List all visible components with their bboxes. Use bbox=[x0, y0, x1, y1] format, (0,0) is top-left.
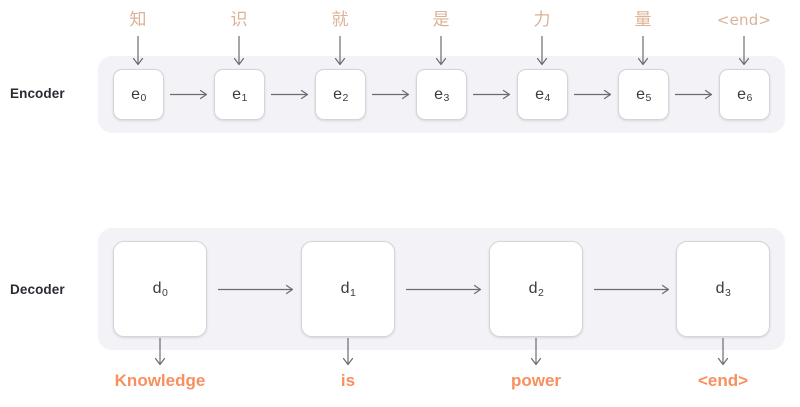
decoder-cell-d0: d0 bbox=[113, 241, 207, 337]
encoder-cell-e4: e4 bbox=[517, 69, 568, 120]
encoder-input-token-0: 知 bbox=[93, 9, 183, 31]
decoder-cell-d1: d1 bbox=[301, 241, 395, 337]
decoder-output-token-1: is bbox=[258, 370, 438, 392]
encoder-input-token-6: <end> bbox=[699, 9, 789, 31]
encoder-cell-e2: e2 bbox=[315, 69, 366, 120]
encoder-cell-e6-label: e6 bbox=[737, 85, 753, 104]
encoder-input-token-5: 量 bbox=[598, 9, 688, 31]
decoder-output-token-1-text: is bbox=[340, 371, 356, 390]
encoder-cell-e1-label: e1 bbox=[232, 85, 248, 104]
encoder-cell-e3: e3 bbox=[416, 69, 467, 120]
decoder-output-token-2: power bbox=[446, 370, 626, 392]
encoder-cell-e2-label: e2 bbox=[333, 85, 349, 104]
decoder-cell-d3: d3 bbox=[676, 241, 770, 337]
encoder-cell-e5: e5 bbox=[618, 69, 669, 120]
decoder-output-token-2-text: power bbox=[510, 371, 562, 390]
decoder-output-token-3-text: <end> bbox=[697, 371, 749, 390]
encoder-cell-e0-label: e0 bbox=[131, 85, 147, 104]
encoder-cell-e0: e0 bbox=[113, 69, 164, 120]
encoder-input-token-2-text: 就 bbox=[331, 10, 349, 30]
encoder-input-token-5-text: 量 bbox=[634, 10, 652, 30]
encoder-input-token-4-text: 力 bbox=[533, 10, 551, 30]
encoder-cell-e5-label: e5 bbox=[636, 85, 652, 104]
encoder-input-token-0-text: 知 bbox=[129, 10, 147, 30]
decoder-cell-d0-label: d0 bbox=[152, 280, 168, 299]
decoder-cell-d3-label: d3 bbox=[715, 280, 731, 299]
encoder-row-label: Encoder bbox=[10, 86, 65, 101]
encoder-input-token-1-text: 识 bbox=[230, 10, 248, 30]
encoder-cell-e6: e6 bbox=[719, 69, 770, 120]
decoder-output-token-3: <end> bbox=[633, 370, 800, 392]
encoder-input-token-3-text: 是 bbox=[432, 10, 450, 30]
encoder-cell-e3-label: e3 bbox=[434, 85, 450, 104]
decoder-cell-d2: d2 bbox=[489, 241, 583, 337]
encoder-cell-e1: e1 bbox=[214, 69, 265, 120]
encoder-input-token-4: 力 bbox=[497, 9, 587, 31]
decoder-cell-d1-label: d1 bbox=[340, 280, 356, 299]
encoder-cell-e4-label: e4 bbox=[535, 85, 551, 104]
encoder-input-token-6-text: <end> bbox=[716, 11, 772, 29]
decoder-row-label: Decoder bbox=[10, 282, 65, 297]
encoder-input-token-3: 是 bbox=[396, 9, 486, 31]
encoder-input-token-1: 识 bbox=[194, 9, 284, 31]
decoder-output-token-0-text: Knowledge bbox=[114, 371, 206, 390]
decoder-output-token-0: Knowledge bbox=[70, 370, 250, 392]
encoder-input-token-2: 就 bbox=[295, 9, 385, 31]
decoder-cell-d2-label: d2 bbox=[528, 280, 544, 299]
